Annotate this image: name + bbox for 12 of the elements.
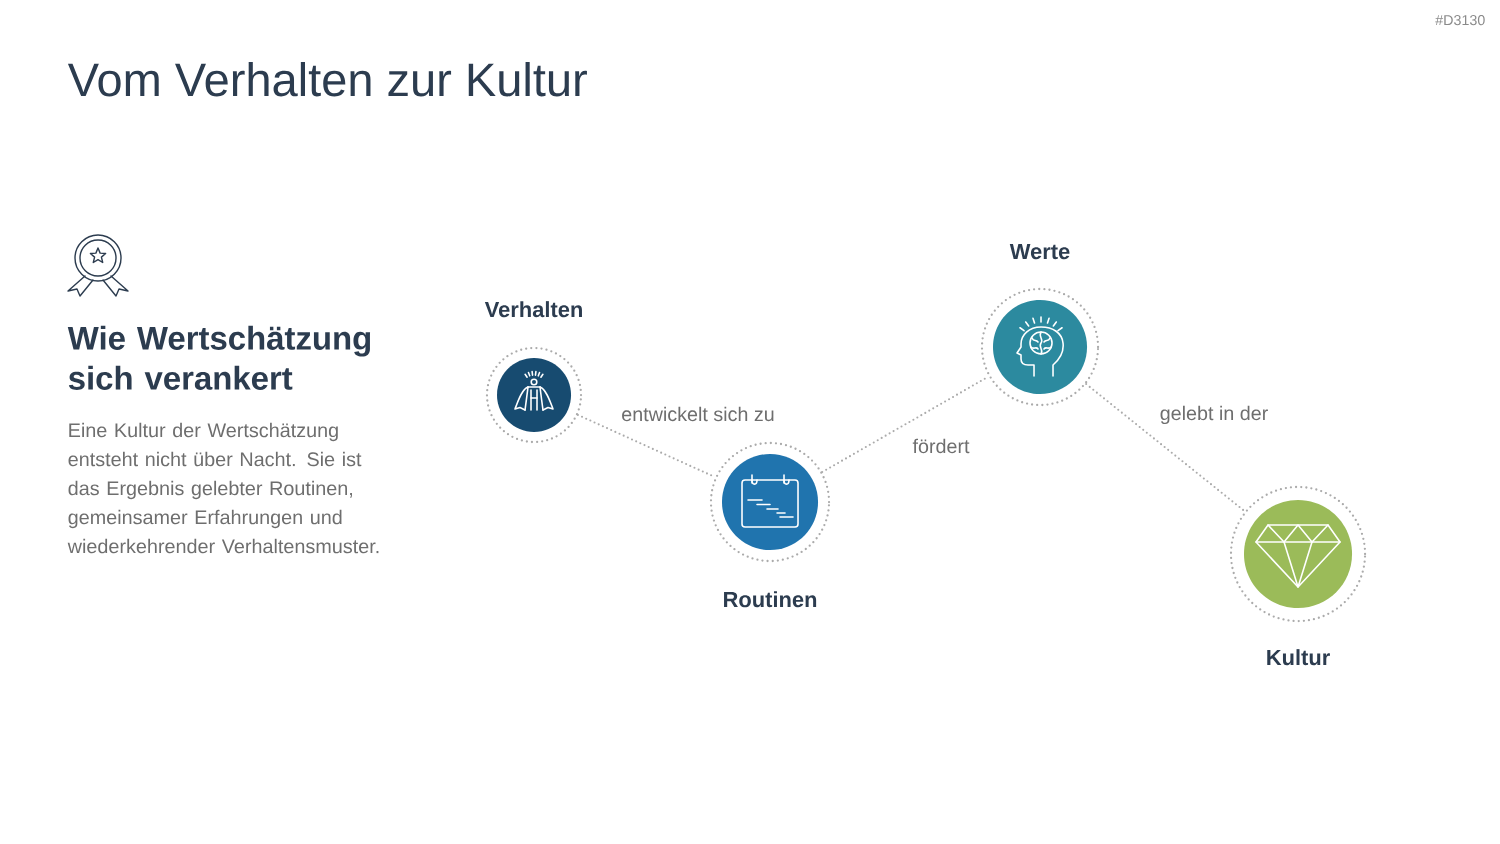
page-title: Vom Verhalten zur Kultur — [67, 62, 587, 97]
connector-line — [1085, 383, 1246, 513]
node-label: Routinen — [724, 591, 817, 608]
node-label: Verhalten — [484, 301, 582, 318]
edge-label: fördert — [909, 435, 974, 457]
edge-label: gelebt in der — [1156, 402, 1272, 428]
body-text: Eine Kultur der Wertschätzung entsteht nicht über Nacht. Sie ist das Ergebnis gelebter Routinen, gemeinsamer Erfahrungen und wiederkehrender Verhaltensmuster. — [67, 422, 379, 554]
heading: Wie Wertschätzung sich verankert — [67, 325, 371, 390]
edge-label: entwickelt sich zu — [617, 403, 779, 425]
slide-id: #D3130 — [1435, 15, 1485, 26]
node-label: Werte — [1009, 243, 1070, 260]
node-label: Kultur — [1267, 649, 1330, 666]
